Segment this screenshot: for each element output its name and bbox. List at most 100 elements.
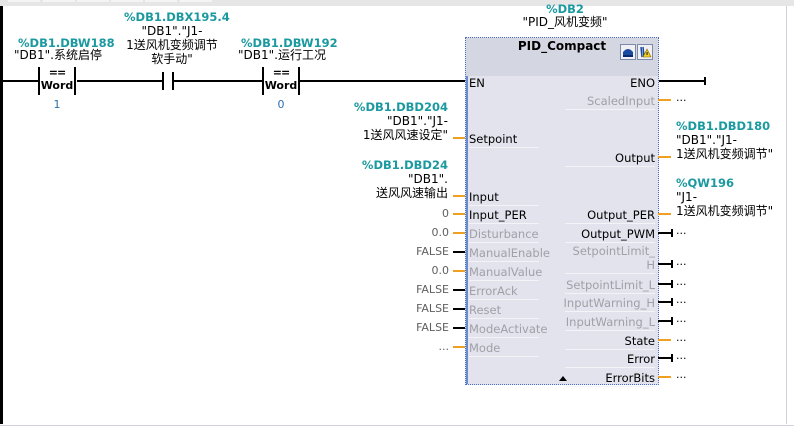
cmp1-value[interactable]: 1 — [53, 98, 61, 111]
input-value-manualvalue[interactable]: 0.0 — [431, 264, 450, 277]
pin-errorbits[interactable]: ErrorBits — [605, 371, 655, 385]
pin-mode[interactable]: Mode — [469, 341, 501, 355]
output-wire — [658, 301, 672, 303]
collapse-arrow-icon[interactable] — [559, 376, 567, 381]
pin-output_pwm[interactable]: Output_PWM — [581, 227, 655, 241]
pin-output[interactable]: Output — [615, 151, 655, 165]
input-symbol-line2-setpoint[interactable]: 1送风风速设定" — [362, 128, 448, 142]
toolbar-tab[interactable] — [8, 0, 40, 2]
input-value-input_per[interactable]: 0 — [442, 207, 449, 220]
pin-state[interactable]: State — [624, 334, 655, 348]
input-value-reset[interactable]: FALSE — [416, 302, 449, 315]
output-wire — [658, 156, 671, 158]
output-symbol-line2-output_per[interactable]: 1送风机变频调节" — [676, 204, 774, 218]
input-wire — [453, 270, 465, 272]
pin-scaledinput[interactable]: ScaledInput — [586, 94, 655, 108]
contact1-address: %DB1.DBX195.4 — [124, 10, 230, 24]
input-wire — [453, 289, 465, 291]
wire-end-tick — [671, 260, 673, 268]
input-symbol-line1-input[interactable]: "DB1". — [408, 172, 448, 186]
pin-setpointlimit_h-line2[interactable]: H — [646, 258, 655, 272]
diagnostics-warning-icon[interactable] — [637, 44, 653, 60]
pin-underline — [469, 223, 539, 224]
pin-underline — [469, 337, 539, 338]
pin-reset[interactable]: Reset — [469, 303, 502, 317]
toolbar-tab[interactable] — [180, 0, 212, 2]
output-value-setpointlimit_l[interactable]: ... — [676, 275, 687, 288]
output-value-setpointlimit_h[interactable]: ... — [676, 255, 687, 268]
compare-equal-word-2[interactable]: == Word — [262, 66, 300, 95]
output-address-output_per: %QW196 — [676, 176, 734, 190]
compare-equal-word-1[interactable]: == Word — [38, 66, 76, 95]
input-address-setpoint: %DB1.DBD204 — [353, 100, 448, 114]
output-value-output_pwm[interactable]: ... — [676, 224, 687, 237]
pin-modeactivate[interactable]: ModeActivate — [469, 322, 548, 336]
pin-input[interactable]: Input — [469, 190, 499, 204]
pin-setpointlimit_l[interactable]: SetpointLimit_L — [566, 278, 655, 292]
network-right-border — [786, 6, 787, 424]
output-wire — [658, 339, 671, 341]
toolbar-tab[interactable] — [77, 0, 109, 2]
pin-underline — [565, 367, 655, 368]
output-symbol-line2-output[interactable]: 1送风机变频调节" — [676, 147, 774, 161]
toolbar-tab[interactable] — [43, 0, 75, 2]
input-value-modeactivate[interactable]: FALSE — [416, 321, 449, 334]
output-value-inputwarning_l[interactable]: ... — [676, 312, 687, 325]
input-symbol-line2-input[interactable]: 送风风速输出 — [375, 186, 448, 200]
input-wire — [453, 213, 465, 215]
pin-manualenable[interactable]: ManualEnable — [469, 246, 550, 260]
pin-underline — [469, 318, 539, 319]
pin-output_per[interactable]: Output_PER — [587, 208, 655, 222]
block-type-title: PID_Compact — [517, 39, 607, 53]
input-value-disturbance[interactable]: 0.0 — [431, 226, 450, 239]
toolbar-tab[interactable] — [145, 0, 177, 2]
input-value-mode[interactable]: ... — [438, 340, 450, 353]
pin-setpoint[interactable]: Setpoint — [469, 132, 518, 146]
output-wire — [658, 283, 672, 285]
power-rail — [0, 6, 3, 424]
pin-manualvalue[interactable]: ManualValue — [469, 265, 543, 279]
output-value-error[interactable]: ... — [676, 349, 687, 362]
cmp-left-bar — [262, 67, 264, 95]
pin-inputwarning_h[interactable]: InputWarning_H — [563, 296, 655, 310]
pin-input_per[interactable]: Input_PER — [469, 208, 527, 222]
cmp2-value[interactable]: 0 — [277, 98, 285, 111]
pin-underline — [565, 223, 655, 224]
pin-disturbance[interactable]: Disturbance — [469, 227, 539, 241]
pin-underline — [565, 311, 655, 312]
network-bottom-border — [0, 425, 794, 426]
output-wire — [658, 263, 672, 265]
cmp-left-bar — [38, 67, 40, 95]
cmp-operator: == — [48, 66, 66, 79]
output-wire — [658, 99, 671, 101]
output-symbol-line1-output_per[interactable]: "J1- — [676, 190, 698, 204]
pin-underline — [565, 242, 655, 243]
toolbar-tab[interactable] — [111, 0, 143, 2]
pin-error[interactable]: Error — [626, 352, 655, 366]
input-symbol-line1-setpoint[interactable]: "DB1"."J1- — [387, 114, 448, 128]
output-value-errorbits[interactable]: ... — [676, 368, 687, 381]
no-contact[interactable] — [162, 72, 174, 90]
input-wire — [453, 308, 465, 310]
input-address-input: %DB1.DBD24 — [361, 158, 448, 172]
pin-underline — [469, 356, 539, 357]
instance-db-name[interactable]: "PID_风机变频" — [522, 15, 608, 29]
output-value-scaledinput[interactable]: ... — [676, 91, 687, 104]
instance-db-address: %DB2 — [546, 2, 584, 16]
pin-setpointlimit_h-line1[interactable]: SetpointLimit_ — [572, 244, 655, 258]
rung-wire — [300, 80, 466, 82]
output-value-state[interactable]: ... — [676, 331, 687, 344]
input-value-errorack[interactable]: FALSE — [416, 283, 449, 296]
wire-end-tick — [671, 317, 673, 325]
pin-en[interactable]: EN — [469, 76, 485, 90]
pin-eno[interactable]: ENO — [630, 76, 655, 90]
commissioning-icon[interactable] — [620, 44, 636, 60]
input-value-manualenable[interactable]: FALSE — [416, 245, 449, 258]
input-wire — [453, 346, 465, 348]
output-wire — [658, 357, 672, 359]
output-value-inputwarning_h[interactable]: ... — [676, 293, 687, 306]
output-symbol-line1-output[interactable]: "DB1"."J1- — [676, 133, 737, 147]
pin-errorack[interactable]: ErrorAck — [469, 284, 518, 298]
pin-inputwarning_l[interactable]: InputWarning_L — [565, 315, 655, 329]
